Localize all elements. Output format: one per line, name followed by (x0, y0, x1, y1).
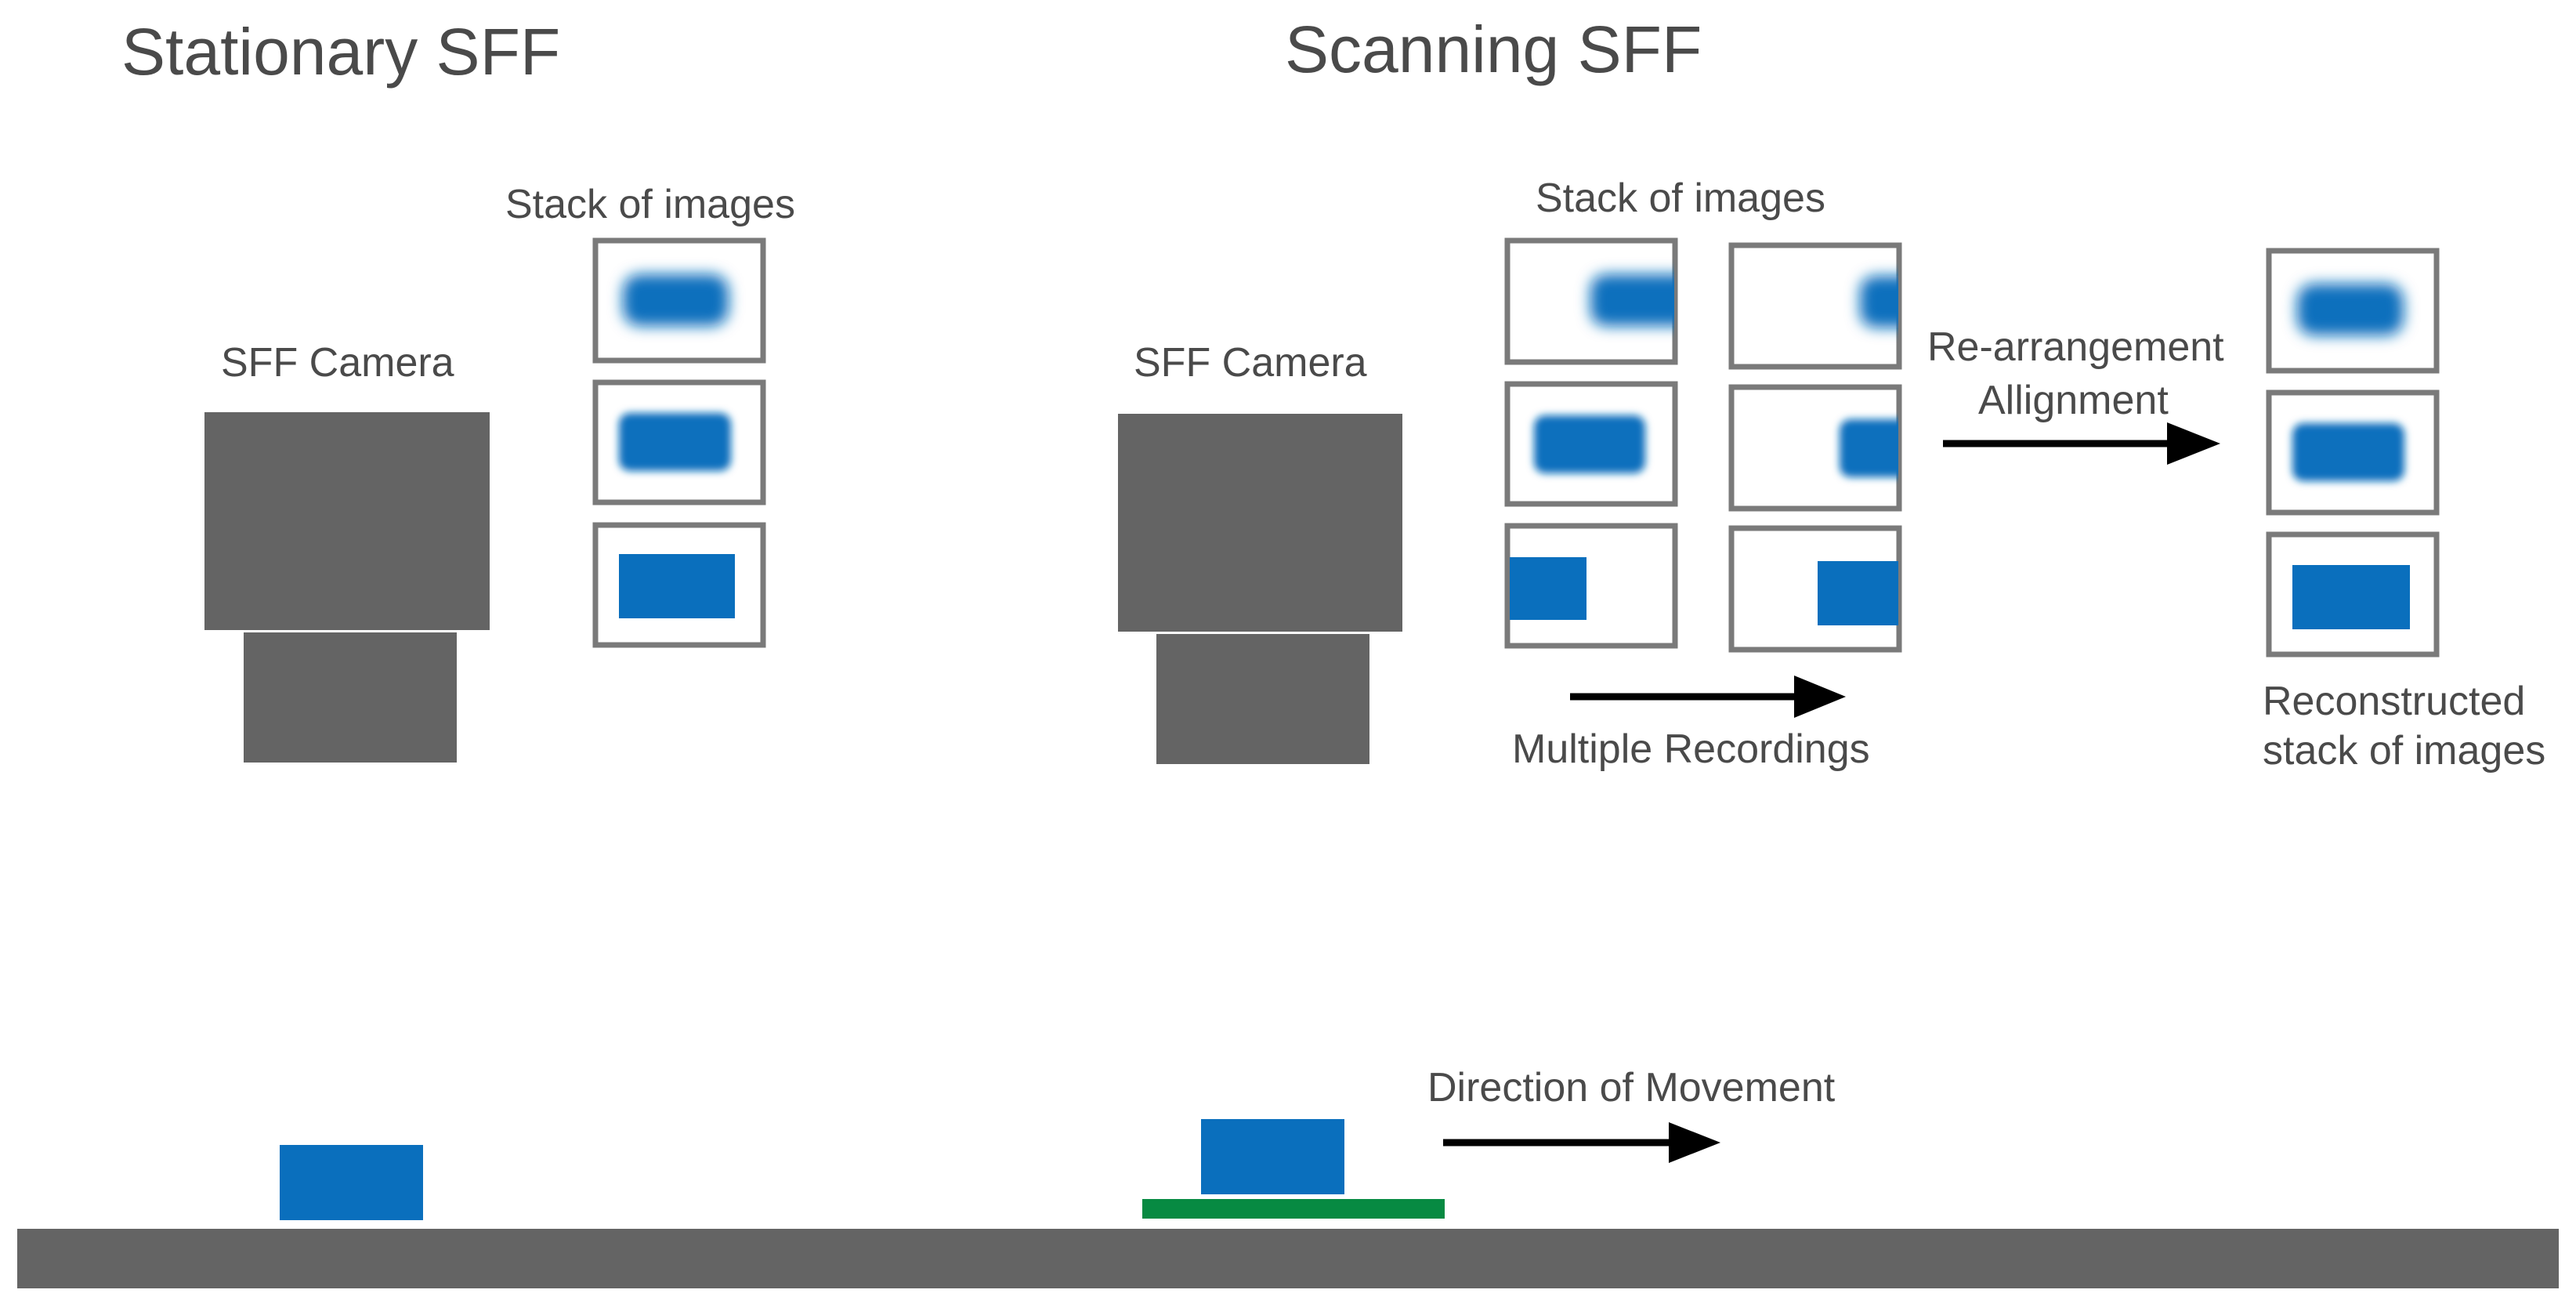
reconstructed-image-1 (2266, 248, 2440, 374)
movement-label: Direction of Movement (1427, 1065, 1836, 1110)
stationary-camera-label: SFF Camera (221, 340, 454, 386)
recordings-label: Multiple Recordings (1512, 726, 1870, 772)
recording-image-5 (1728, 384, 1902, 512)
scanning-camera (1118, 414, 1402, 764)
camera-body (204, 412, 490, 630)
reconstructed-image-stack (2266, 248, 2440, 658)
scanning-title: Scanning SFF (1285, 13, 1702, 86)
realign-label-line2: Allignment (1978, 378, 2169, 423)
blurred-object (619, 413, 731, 471)
stationary-title: Stationary SFF (121, 15, 560, 89)
camera-body (1118, 414, 1402, 632)
reconstructed-image-3 (2266, 531, 2440, 658)
stationary-object (280, 1145, 423, 1220)
realign-label-line1: Re-arrangement (1927, 324, 2224, 370)
realign-arrow (1943, 422, 2220, 465)
recordings-arrow (1570, 676, 1846, 718)
stationary-camera (204, 412, 490, 763)
reconstructed-label-line2: stack of images (2263, 728, 2545, 773)
recording-image-1 (1504, 237, 1678, 365)
stationary-image-stack (592, 237, 766, 648)
reconstructed-label-line1: Reconstructed (2263, 679, 2525, 724)
blurred-object (623, 274, 729, 326)
scanning-object (1201, 1119, 1344, 1194)
stack-image-3 (592, 522, 766, 648)
scanning-camera-label: SFF Camera (1134, 340, 1367, 386)
scanning-image-grid (1504, 237, 1902, 653)
reconstructed-image-2 (2266, 389, 2440, 516)
recording-image-4 (1728, 242, 1902, 370)
recording-image-2 (1504, 381, 1678, 507)
recording-image-3 (1504, 523, 1678, 649)
ground-surface (17, 1229, 2559, 1288)
stack-image-1 (592, 237, 766, 364)
stack-image-2 (592, 379, 766, 505)
scanning-stack-label: Stack of images (1536, 176, 1825, 221)
stationary-stack-label: Stack of images (505, 182, 795, 227)
camera-lens (1156, 634, 1369, 764)
movement-arrow (1443, 1122, 1720, 1163)
focused-object (619, 554, 735, 618)
camera-lens (244, 632, 457, 763)
moving-stage (1142, 1199, 1445, 1219)
recording-image-6 (1728, 525, 1902, 653)
